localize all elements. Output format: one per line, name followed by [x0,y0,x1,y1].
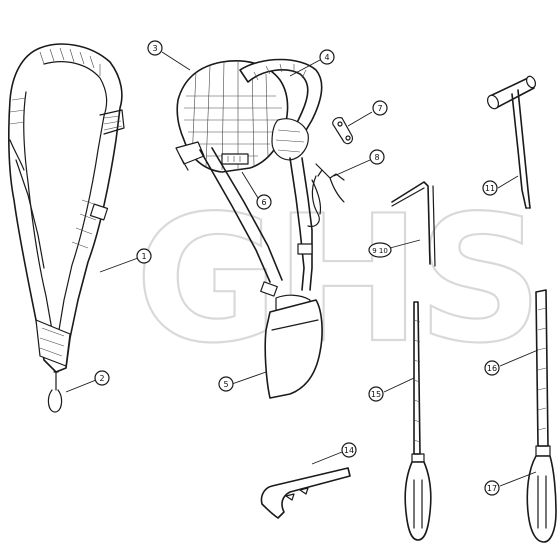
clip-drawing [332,117,353,145]
callout-14: 14 [341,442,357,458]
allen-key-drawing [391,181,436,267]
callout-15-label: 15 [371,390,381,399]
callout-6-label: 6 [261,198,266,207]
callout-2-label: 2 [99,374,104,383]
callout-9-10: 9 10 [368,242,392,258]
callout-11-label: 11 [485,184,495,193]
callout-17-label: 17 [487,484,497,493]
callout-16: 16 [484,360,500,376]
callout-14-label: 14 [344,446,354,455]
flat-file-with-handle-drawing [526,289,557,543]
callout-4: 4 [319,49,335,65]
file-with-handle-drawing [404,301,432,541]
callout-2: 2 [94,370,110,386]
callout-5-label: 5 [223,380,228,389]
callout-16-label: 16 [487,364,497,373]
callout-11: 11 [482,180,498,196]
callout-1-label: 1 [141,252,146,261]
t-wrench-drawing [486,75,537,209]
callout-17: 17 [484,480,500,496]
callout-7-label: 7 [377,104,382,113]
callout-9-10-label: 9 10 [372,247,388,255]
callout-8: 8 [369,149,385,165]
callout-3-label: 3 [152,44,157,53]
callout-5: 5 [218,376,234,392]
callout-7: 7 [372,100,388,116]
hook-drawing [307,163,345,227]
callout-6: 6 [256,194,272,210]
watermark-logo: GHS [135,179,539,382]
callout-4-label: 4 [324,53,329,62]
callout-1: 1 [136,248,152,264]
callout-15: 15 [368,386,384,402]
shoulder-strap-drawing [8,43,125,413]
scraper-drawing [260,467,351,519]
callout-3: 3 [147,40,163,56]
callout-8-label: 8 [374,153,379,162]
leader-lines [65,51,539,487]
harness-drawing [175,58,323,399]
